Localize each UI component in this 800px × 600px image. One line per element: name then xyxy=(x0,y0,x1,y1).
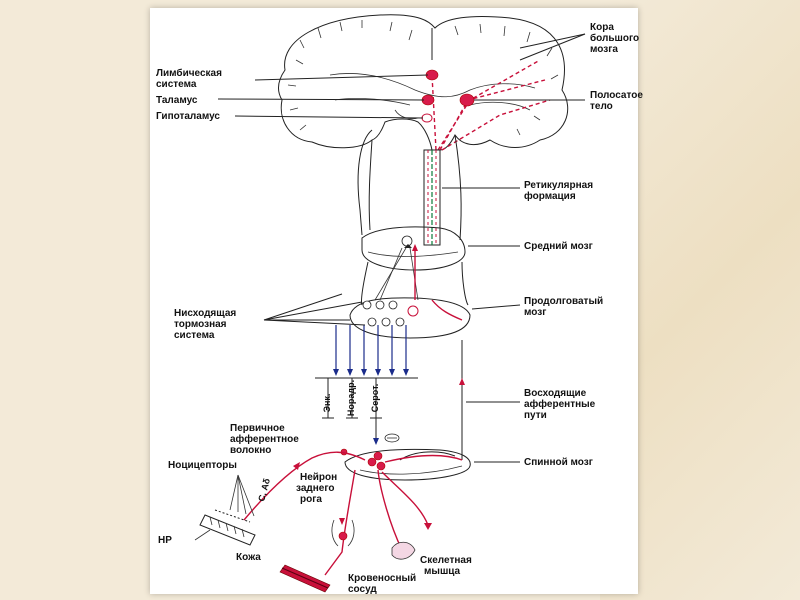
blood-vessel xyxy=(279,564,331,593)
skin-nociceptors xyxy=(194,474,256,546)
reticular-label-1: Ретикулярная xyxy=(524,180,593,191)
ascending-pathway xyxy=(412,244,465,460)
descending-label-3: система xyxy=(174,330,215,341)
hypothalamus-node xyxy=(421,113,433,123)
skeletal-muscle xyxy=(391,541,416,560)
enk-label: Энк. xyxy=(322,394,332,413)
skin-label: Кожа xyxy=(236,552,261,563)
descending-label-2: тормозная xyxy=(174,319,227,330)
striatum-node xyxy=(459,93,475,107)
striatum-label-2: тело xyxy=(590,101,613,112)
spinal-cord-label: Спинной мозг xyxy=(524,457,593,468)
noradr-label: Норадр. xyxy=(346,380,356,416)
descending-label-1: Нисходящая xyxy=(174,308,236,319)
fiber-type-label: С, Аδ xyxy=(256,477,272,503)
vessel-label-2: сосуд xyxy=(348,584,377,595)
hypothalamus-label: Гипоталамус xyxy=(156,111,220,122)
dorsal-horn-label-2: заднего xyxy=(296,483,335,494)
primary-afferent-label-2: афферентное xyxy=(230,433,299,445)
brainstem xyxy=(357,129,462,246)
ascending-label-2: афферентные xyxy=(524,398,596,410)
muscle-label-2: мышца xyxy=(424,566,461,577)
dorsal-horn-label-1: Нейрон xyxy=(300,472,337,483)
muscle-label-1: Скелетная xyxy=(420,555,472,566)
medulla-label-2: мозг xyxy=(524,307,546,318)
hp-label: НР xyxy=(158,535,172,546)
ascending-label-3: пути xyxy=(524,410,547,421)
cortex-label-1: Кора xyxy=(590,22,614,33)
labels: Кора большого мозга Лимбическая система … xyxy=(156,22,643,595)
vessel-label-1: Кровеносный xyxy=(348,573,416,584)
medulla-section xyxy=(349,297,471,339)
limbic-label-1: Лимбическая xyxy=(156,67,222,79)
nociceptors-label: Ноцицепторы xyxy=(168,460,237,471)
primary-afferent-label-1: Первичное xyxy=(230,423,285,434)
descending-pathways: Энк. Норадр. Серот. xyxy=(315,325,418,445)
reticular-label-2: формация xyxy=(524,190,576,202)
limbic-label-2: система xyxy=(156,79,197,90)
cortex-label-3: мозга xyxy=(590,44,618,55)
dorsal-horn-label-3: рога xyxy=(300,494,322,505)
thalamus-label: Таламус xyxy=(156,95,198,106)
primary-afferent-fiber xyxy=(243,451,432,576)
midbrain-section xyxy=(361,226,466,301)
brain-cross-section xyxy=(277,14,569,151)
serot-label: Серот. xyxy=(370,384,380,412)
ascending-label-1: Восходящие xyxy=(524,388,587,399)
leader-lines xyxy=(217,33,586,463)
cortex-label-2: большого xyxy=(590,32,639,44)
midbrain-label: Средний мозг xyxy=(524,241,593,252)
medulla-label-1: Продолговатый xyxy=(524,296,603,307)
spinal-cord-section xyxy=(340,448,471,481)
primary-afferent-label-3: волокно xyxy=(230,445,271,456)
striatum-label-1: Полосатое xyxy=(590,90,643,101)
